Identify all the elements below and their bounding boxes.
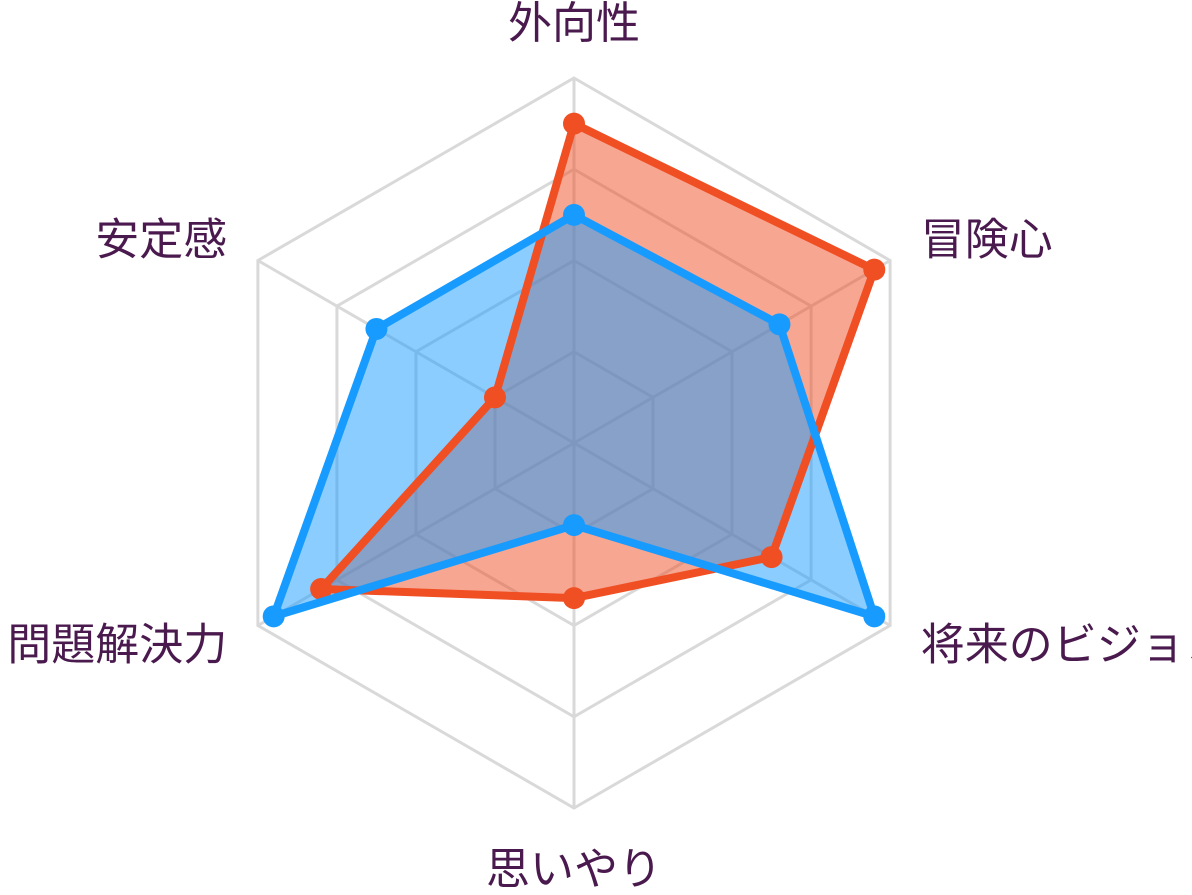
- series-area: [273, 214, 875, 617]
- data-point: [563, 587, 585, 610]
- axis-label: 冒険心: [921, 215, 1053, 266]
- data-point: [760, 546, 783, 569]
- axis-label: 安定感: [95, 215, 227, 266]
- data-point: [863, 605, 886, 628]
- axis-label-layer: 外向性冒険心将来のビジョン思いやり 問題解決力 安定感: [7, 0, 1192, 895]
- data-point: [483, 386, 506, 409]
- data-point: [563, 203, 585, 226]
- data-point: [563, 514, 585, 537]
- data-point: [262, 605, 285, 628]
- series-layer: [262, 112, 886, 628]
- data-point: [863, 258, 886, 281]
- data-point: [563, 112, 585, 135]
- axis-label: 思いやり: [486, 844, 662, 891]
- axis-label: 将来のビジョン: [921, 620, 1192, 671]
- data-point: [768, 313, 791, 336]
- axis-label: 外向性: [508, 0, 640, 49]
- data-point: [365, 317, 388, 340]
- axis-label: 問題解決力: [7, 620, 227, 671]
- data-point: [310, 578, 333, 600]
